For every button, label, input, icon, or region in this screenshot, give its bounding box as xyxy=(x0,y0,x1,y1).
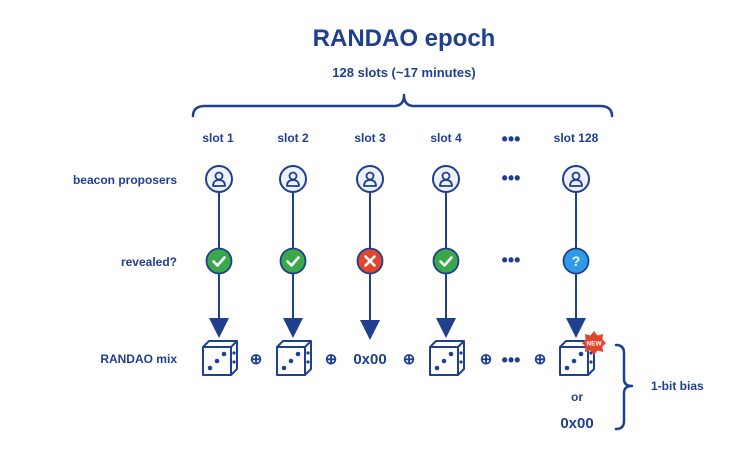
check-icon xyxy=(279,247,307,275)
status-ellipsis: ••• xyxy=(502,250,521,270)
slot-label-2: slot 2 xyxy=(277,131,309,145)
proposer-user-icon xyxy=(205,165,233,193)
diagram-subtitle: 128 slots (~17 minutes) xyxy=(332,65,475,80)
dice-icon xyxy=(276,340,312,376)
xor-operator: ⊕ xyxy=(325,351,338,368)
epoch-brace xyxy=(191,93,614,118)
proposer-user-icon xyxy=(562,165,590,193)
slot-ellipsis: ••• xyxy=(502,129,521,149)
proposer-user-icon xyxy=(356,165,384,193)
question-icon: ? xyxy=(562,247,590,275)
proposer-ellipsis: ••• xyxy=(502,168,521,188)
svg-text:?: ? xyxy=(572,253,581,269)
row-label-beacon-proposers: beacon proposers xyxy=(73,173,177,187)
check-icon xyxy=(205,247,233,275)
slot-label-3: slot 3 xyxy=(354,131,386,145)
xor-operator: ⊕ xyxy=(480,351,493,368)
row-label-revealed: revealed? xyxy=(121,255,177,269)
or-label: or xyxy=(571,390,583,404)
svg-text:NEW: NEW xyxy=(586,341,602,348)
slot-label-128: slot 128 xyxy=(554,131,599,145)
dice-icon xyxy=(429,340,465,376)
xor-operator: ⊕ xyxy=(403,351,416,368)
check-icon xyxy=(432,247,460,275)
row-label-randao-mix: RANDAO mix xyxy=(100,352,177,366)
alt-mix-value: 0x00 xyxy=(560,415,593,432)
bias-brace xyxy=(614,343,634,431)
slot-label-1: slot 1 xyxy=(202,131,234,145)
new-badge: NEW xyxy=(582,331,606,355)
cross-icon xyxy=(356,247,384,275)
slot-label-4: slot 4 xyxy=(430,131,462,145)
diagram-title: RANDAO epoch xyxy=(313,25,496,52)
proposer-user-icon xyxy=(432,165,460,193)
xor-operator: ⊕ xyxy=(250,351,263,368)
xor-operator: ⊕ xyxy=(534,351,547,368)
dice-icon xyxy=(202,340,238,376)
mix-value-slot-3: 0x00 xyxy=(353,351,386,368)
bias-label: 1-bit bias xyxy=(651,379,704,393)
proposer-user-icon xyxy=(279,165,307,193)
mix-ellipsis: ••• xyxy=(502,350,521,370)
